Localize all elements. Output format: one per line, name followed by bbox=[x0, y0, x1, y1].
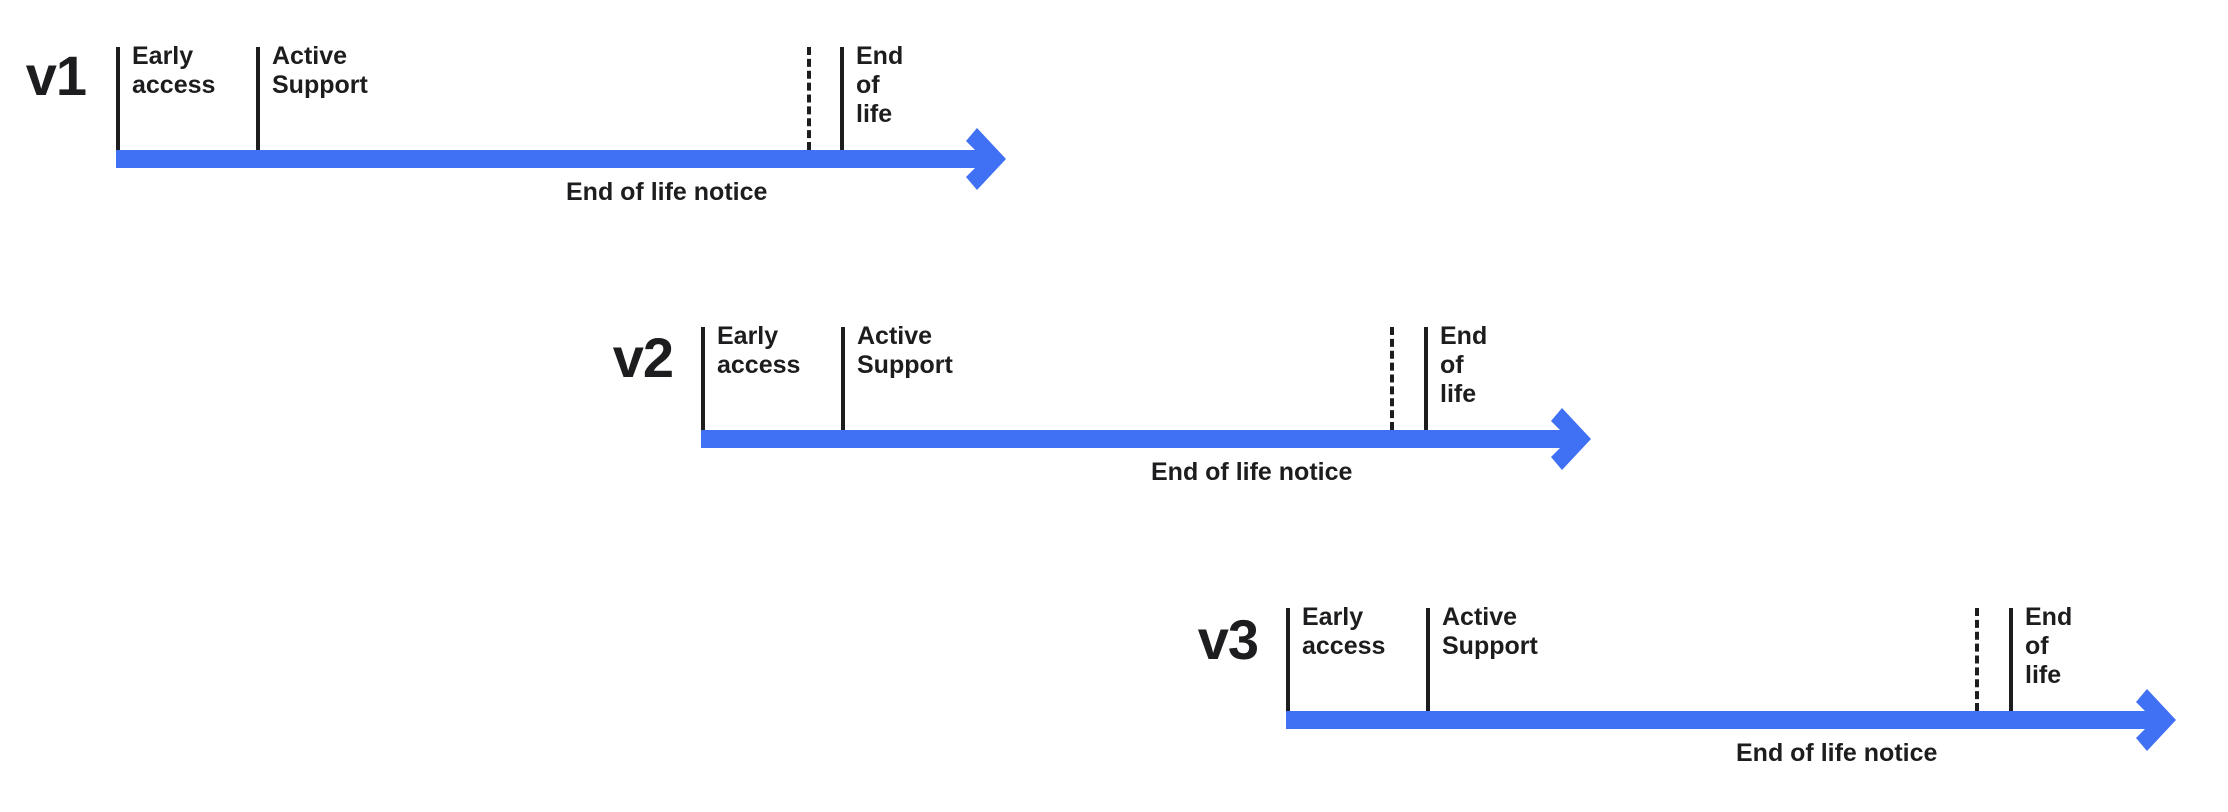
end-of-life-notice-marker-v3 bbox=[1975, 608, 1979, 711]
notice-label-v2: End of life notice bbox=[1151, 458, 1353, 486]
lifecycle-bar-v1 bbox=[116, 150, 988, 168]
phase-divider-end-of-life-v1 bbox=[840, 47, 844, 150]
phase-label-end-of-life-v3: End of life bbox=[2025, 603, 2073, 689]
phase-divider-start-v3 bbox=[1286, 608, 1290, 711]
end-of-life-notice-marker-v2 bbox=[1390, 327, 1394, 430]
version-label-v1: v1 bbox=[25, 44, 87, 107]
notice-label-v1: End of life notice bbox=[566, 178, 768, 206]
phase-label-early-access-v3: Early access bbox=[1302, 603, 1386, 660]
version-label-v3: v3 bbox=[1197, 608, 1259, 671]
lifecycle-bar-v2 bbox=[701, 430, 1573, 448]
arrow-head-icon-v2 bbox=[1551, 408, 1623, 470]
phase-divider-end-of-life-v3 bbox=[2009, 608, 2013, 711]
phase-divider-early-access-v1 bbox=[256, 47, 260, 150]
phase-divider-start-v1 bbox=[116, 47, 120, 150]
arrow-head-icon-v1 bbox=[966, 128, 1038, 190]
end-of-life-notice-marker-v1 bbox=[807, 47, 811, 150]
phase-label-active-support-v3: Active Support bbox=[1442, 603, 1538, 660]
lifecycle-bar-v3 bbox=[1286, 711, 2158, 729]
phase-label-early-access-v2: Early access bbox=[717, 322, 801, 379]
phase-divider-early-access-v3 bbox=[1426, 608, 1430, 711]
phase-divider-early-access-v2 bbox=[841, 327, 845, 430]
phase-divider-start-v2 bbox=[701, 327, 705, 430]
phase-divider-end-of-life-v2 bbox=[1424, 327, 1428, 430]
arrow-head-icon-v3 bbox=[2136, 689, 2208, 751]
version-label-v2: v2 bbox=[612, 326, 674, 389]
phase-label-early-access-v1: Early access bbox=[132, 42, 216, 99]
phase-label-active-support-v2: Active Support bbox=[857, 322, 953, 379]
phase-label-active-support-v1: Active Support bbox=[272, 42, 368, 99]
phase-label-end-of-life-v1: End of life bbox=[856, 42, 904, 128]
notice-label-v3: End of life notice bbox=[1736, 739, 1938, 767]
phase-label-end-of-life-v2: End of life bbox=[1440, 322, 1488, 408]
